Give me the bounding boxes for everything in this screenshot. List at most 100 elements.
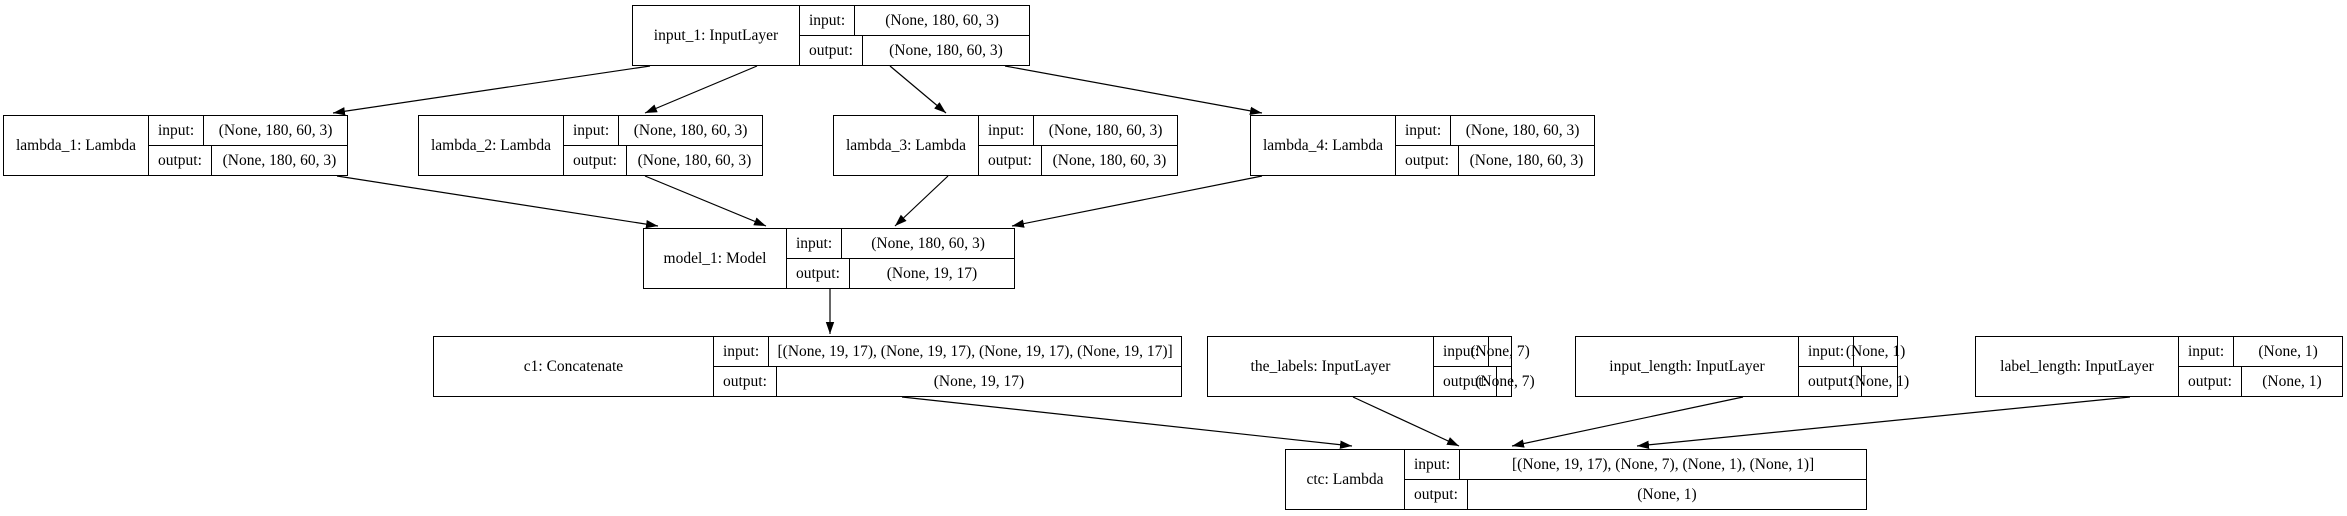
tensor-shape: (None, 7) xyxy=(1470,342,1530,360)
io-label: output: xyxy=(564,146,627,175)
io-row: input: (None, 180, 60, 3) xyxy=(564,116,762,145)
edge-label_length-to-ctc xyxy=(1636,396,2131,449)
io-row: input:[(None, 19, 17), (None, 19, 17), (… xyxy=(714,337,1181,366)
io-table: input:(None, 180, 60, 3)output: (None, 19… xyxy=(786,229,1014,288)
edge-c1-to-ctc xyxy=(901,396,1353,449)
tensor-shape: (None, 180, 60, 3) xyxy=(218,121,333,139)
layer-name: ctc: Lambda xyxy=(1306,470,1384,488)
tensor-shape: (None, 1) xyxy=(1849,372,1910,390)
io-table: input: (None, 180, 60, 3) output: (None, 18… xyxy=(978,116,1177,175)
io-table: input: [(None, 19, 17), (None, 7), (None,… xyxy=(1404,450,1866,509)
io-label: output: xyxy=(2179,367,2242,396)
tensor-shape: (None, 180, 60, 3) xyxy=(1465,121,1580,139)
layer-name: lambda_3: Lambda xyxy=(845,136,967,154)
io-row: input: [(None, 19, 17), (None, 7), (None,… xyxy=(1405,450,1866,479)
layer-name: model_1: Model xyxy=(663,249,767,267)
io-label: input: xyxy=(787,229,843,258)
graph-node-lambda_1: lambda_1: Lambda input: (None, 180, 60, 3)… xyxy=(3,115,348,176)
tensor-shape: [(None, 19, 17), (None, 7), (None, 1), (… xyxy=(1512,455,1815,473)
graph-node-lambda_3: lambda_3: Lambda input: (None, 180, 60, 3)… xyxy=(833,115,1178,176)
io-label: input: xyxy=(2179,337,2235,366)
layer-name: the_labels: InputLayer xyxy=(1250,357,1391,375)
io-row: input:(None, 180, 60, 3) xyxy=(787,229,1014,258)
tensor-shape: (None, 1) xyxy=(2262,372,2322,390)
edge-input_1-to-lambda_4 xyxy=(1004,65,1263,115)
graph-node-lambda_2: lambda_2: Lambda input: (None, 180, 60, 3)… xyxy=(418,115,763,176)
io-label: output: xyxy=(1434,367,1497,396)
io-row: output:(None, 1) xyxy=(1799,366,1910,396)
layer-name: lambda_1: Lambda xyxy=(15,136,137,154)
edge-input_1-to-lambda_1 xyxy=(332,65,651,116)
io-row: output: (None, 19, 17) xyxy=(787,258,1014,288)
io-label: output: xyxy=(149,146,212,175)
io-row: input: (None, 180, 60, 3) xyxy=(149,116,347,145)
tensor-shape: (None, 180, 60, 3) xyxy=(1048,121,1163,139)
io-table: input: (None, 180, 60, 3) output: (None, 18… xyxy=(1395,116,1594,175)
layer-name: label_length: InputLayer xyxy=(2000,357,2154,375)
graph-node-the_labels: the_labels: InputLayer input:(None, 7)out… xyxy=(1207,336,1535,397)
tensor-shape: (None, 1) xyxy=(1637,485,1697,503)
edge-input_1-to-lambda_3 xyxy=(889,65,947,114)
layer-name: input_1: InputLayer xyxy=(653,26,779,44)
tensor-shape: (None, 1) xyxy=(2258,342,2318,360)
io-label: output: xyxy=(1799,367,1862,396)
io-row: output:(None, 7) xyxy=(1434,366,1535,396)
io-row: output: (None, 19, 17) xyxy=(714,366,1181,396)
io-row: output: (None, 180, 60, 3) xyxy=(564,145,762,175)
edge-lambda_3-to-model_1 xyxy=(894,175,949,227)
io-row: input: (None, 180, 60, 3) xyxy=(979,116,1177,145)
tensor-shape: (None, 180, 60, 3) xyxy=(637,151,752,169)
io-table: input:[(None, 19, 17), (None, 19, 17), (… xyxy=(713,337,1181,396)
edge-lambda_2-to-model_1 xyxy=(644,175,767,227)
io-row: output:(None, 1) xyxy=(1405,479,1866,509)
tensor-shape: (None, 1) xyxy=(1845,342,1906,360)
io-row: input: (None, 180, 60, 3) xyxy=(800,6,1029,35)
io-label: input: xyxy=(800,6,856,35)
tensor-shape: (None, 19, 17) xyxy=(886,264,978,282)
tensor-shape: (None, 180, 60, 3) xyxy=(633,121,748,139)
io-row: input:(None, 1) xyxy=(1799,337,1906,366)
layer-name: lambda_2: Lambda xyxy=(430,136,552,154)
edge-lambda_4-to-model_1 xyxy=(1011,175,1263,228)
io-label: input: xyxy=(1396,116,1452,145)
io-table: input:(None, 1)output:(None, 1) xyxy=(1798,337,1910,396)
io-row: output: (None, 180, 60, 3) xyxy=(149,145,347,175)
io-row: input: (None, 1) xyxy=(2179,337,2342,366)
io-label: input: xyxy=(564,116,620,145)
io-label: output: xyxy=(979,146,1042,175)
layer-name: c1: Concatenate xyxy=(523,357,624,375)
tensor-shape: (None, 180, 60, 3) xyxy=(885,11,999,29)
tensor-shape: (None, 180, 60, 3) xyxy=(889,41,1003,59)
io-label: input: xyxy=(149,116,205,145)
io-label: input: xyxy=(979,116,1035,145)
edge-input_length-to-ctc xyxy=(1511,396,1744,448)
io-label: input: xyxy=(1799,337,1855,366)
graph-node-lambda_4: lambda_4: Lambda input: (None, 180, 60, 3)… xyxy=(1250,115,1595,176)
tensor-shape: (None, 180, 60, 3) xyxy=(1469,151,1584,169)
io-label: output: xyxy=(1396,146,1459,175)
io-label: output: xyxy=(787,259,850,288)
io-table: input: (None, 1) output: (None, 1) xyxy=(2178,337,2342,396)
io-label: input: xyxy=(1405,450,1461,479)
io-row: output: (None, 180, 60, 3) xyxy=(1396,145,1594,175)
io-table: input: (None, 180, 60, 3) output: (None, 18… xyxy=(148,116,347,175)
io-row: input: (None, 180, 60, 3) xyxy=(1396,116,1594,145)
edge-input_1-to-lambda_2 xyxy=(644,65,758,114)
tensor-shape: (None, 180, 60, 3) xyxy=(1052,151,1167,169)
io-row: output: (None, 1) xyxy=(2179,366,2342,396)
io-label: input: xyxy=(714,337,770,366)
io-label: output: xyxy=(800,36,863,65)
graph-node-c1: c1: Concatenate input:[(None, 19, 17), (N… xyxy=(433,336,1182,397)
tensor-shape: (None, 19, 17) xyxy=(933,372,1025,390)
graph-node-ctc: ctc: Lambda input: [(None, 19, 17), (None,… xyxy=(1285,449,1867,510)
tensor-shape: (None, 180, 60, 3) xyxy=(222,151,337,169)
graph-node-input_1: input_1: InputLayer input: (None, 180, 60,… xyxy=(632,5,1030,66)
io-table: input: (None, 180, 60, 3) output: (None, 18… xyxy=(563,116,762,175)
io-label: output: xyxy=(714,367,777,396)
layer-name: lambda_4: Lambda xyxy=(1262,136,1384,154)
io-row: input:(None, 7) xyxy=(1434,337,1530,366)
